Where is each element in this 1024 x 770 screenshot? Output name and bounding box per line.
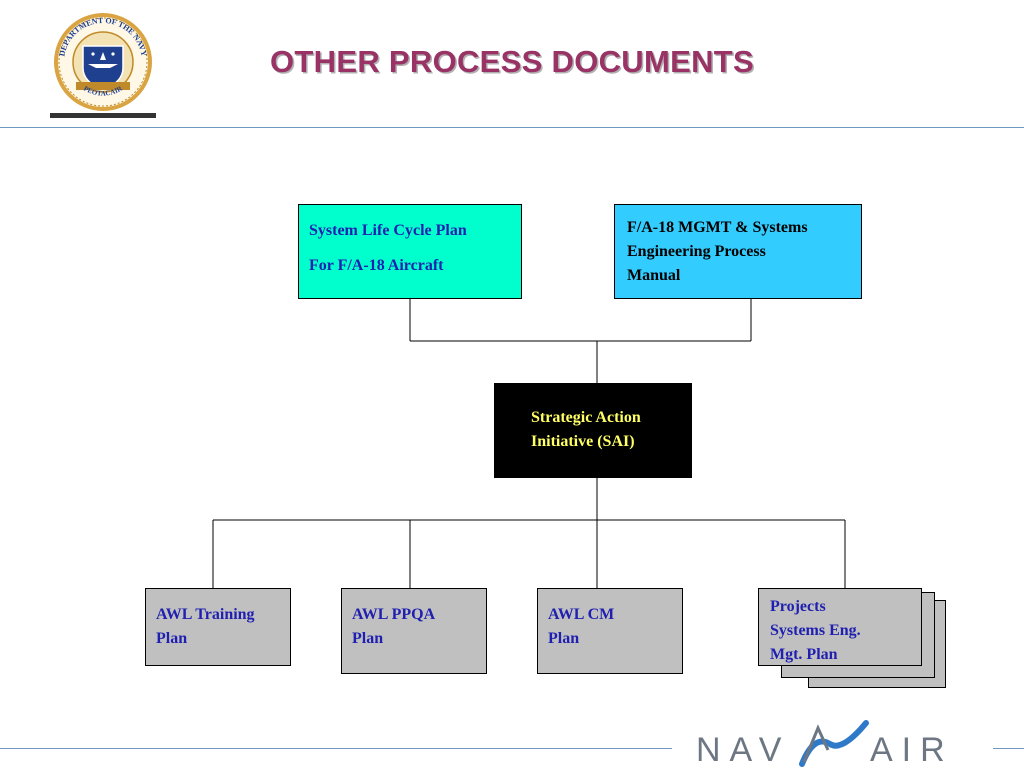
footer-divider-left [0, 748, 672, 749]
sai-line2: Initiative (SAI) [531, 433, 635, 450]
fa18-line2: Engineering Process [627, 243, 766, 260]
slide-title: OTHER PROCESS DOCUMENTS [270, 44, 754, 79]
awl-ppqa-plan-box: AWL PPQA Plan [341, 588, 487, 674]
projects-line3: Mgt. Plan [770, 646, 838, 663]
fa18-line1: F/A-18 MGMT & Systems [627, 219, 808, 236]
navair-logo-right-text: AIR [870, 731, 954, 769]
projects-systems-eng-plan-box: Projects Systems Eng. Mgt. Plan [758, 588, 922, 666]
cm-line2: Plan [548, 630, 580, 647]
navair-logo-icon: NAV AIR [696, 720, 954, 769]
slcp-line2: For F/A-18 Aircraft [309, 257, 444, 274]
navy-seal-icon: DEPARTMENT OF THE NAVY PEOTACAIR [50, 12, 156, 118]
fa18-line3: Manual [627, 267, 681, 284]
ppqa-line2: Plan [352, 630, 384, 647]
projects-line1: Projects [770, 598, 826, 615]
awl-cm-plan-box: AWL CM Plan [537, 588, 683, 674]
footer-divider-right [993, 748, 1024, 749]
navair-logo-left-text: NAV [696, 731, 790, 769]
fa18-process-manual-box: F/A-18 MGMT & Systems Engineering Proces… [614, 204, 862, 299]
training-line1: AWL Training [156, 606, 255, 623]
slcp-line1: System Life Cycle Plan [309, 222, 467, 239]
header-divider [0, 127, 1024, 128]
awl-training-plan-box: AWL Training Plan [145, 588, 291, 666]
training-line2: Plan [156, 630, 188, 647]
ppqa-line1: AWL PPQA [352, 606, 436, 623]
system-life-cycle-plan-box: System Life Cycle Plan For F/A-18 Aircra… [298, 204, 522, 299]
sai-line1: Strategic Action [531, 409, 641, 426]
strategic-action-initiative-box: Strategic Action Initiative (SAI) [494, 383, 692, 478]
projects-line2: Systems Eng. [770, 622, 861, 639]
cm-line1: AWL CM [548, 606, 615, 623]
